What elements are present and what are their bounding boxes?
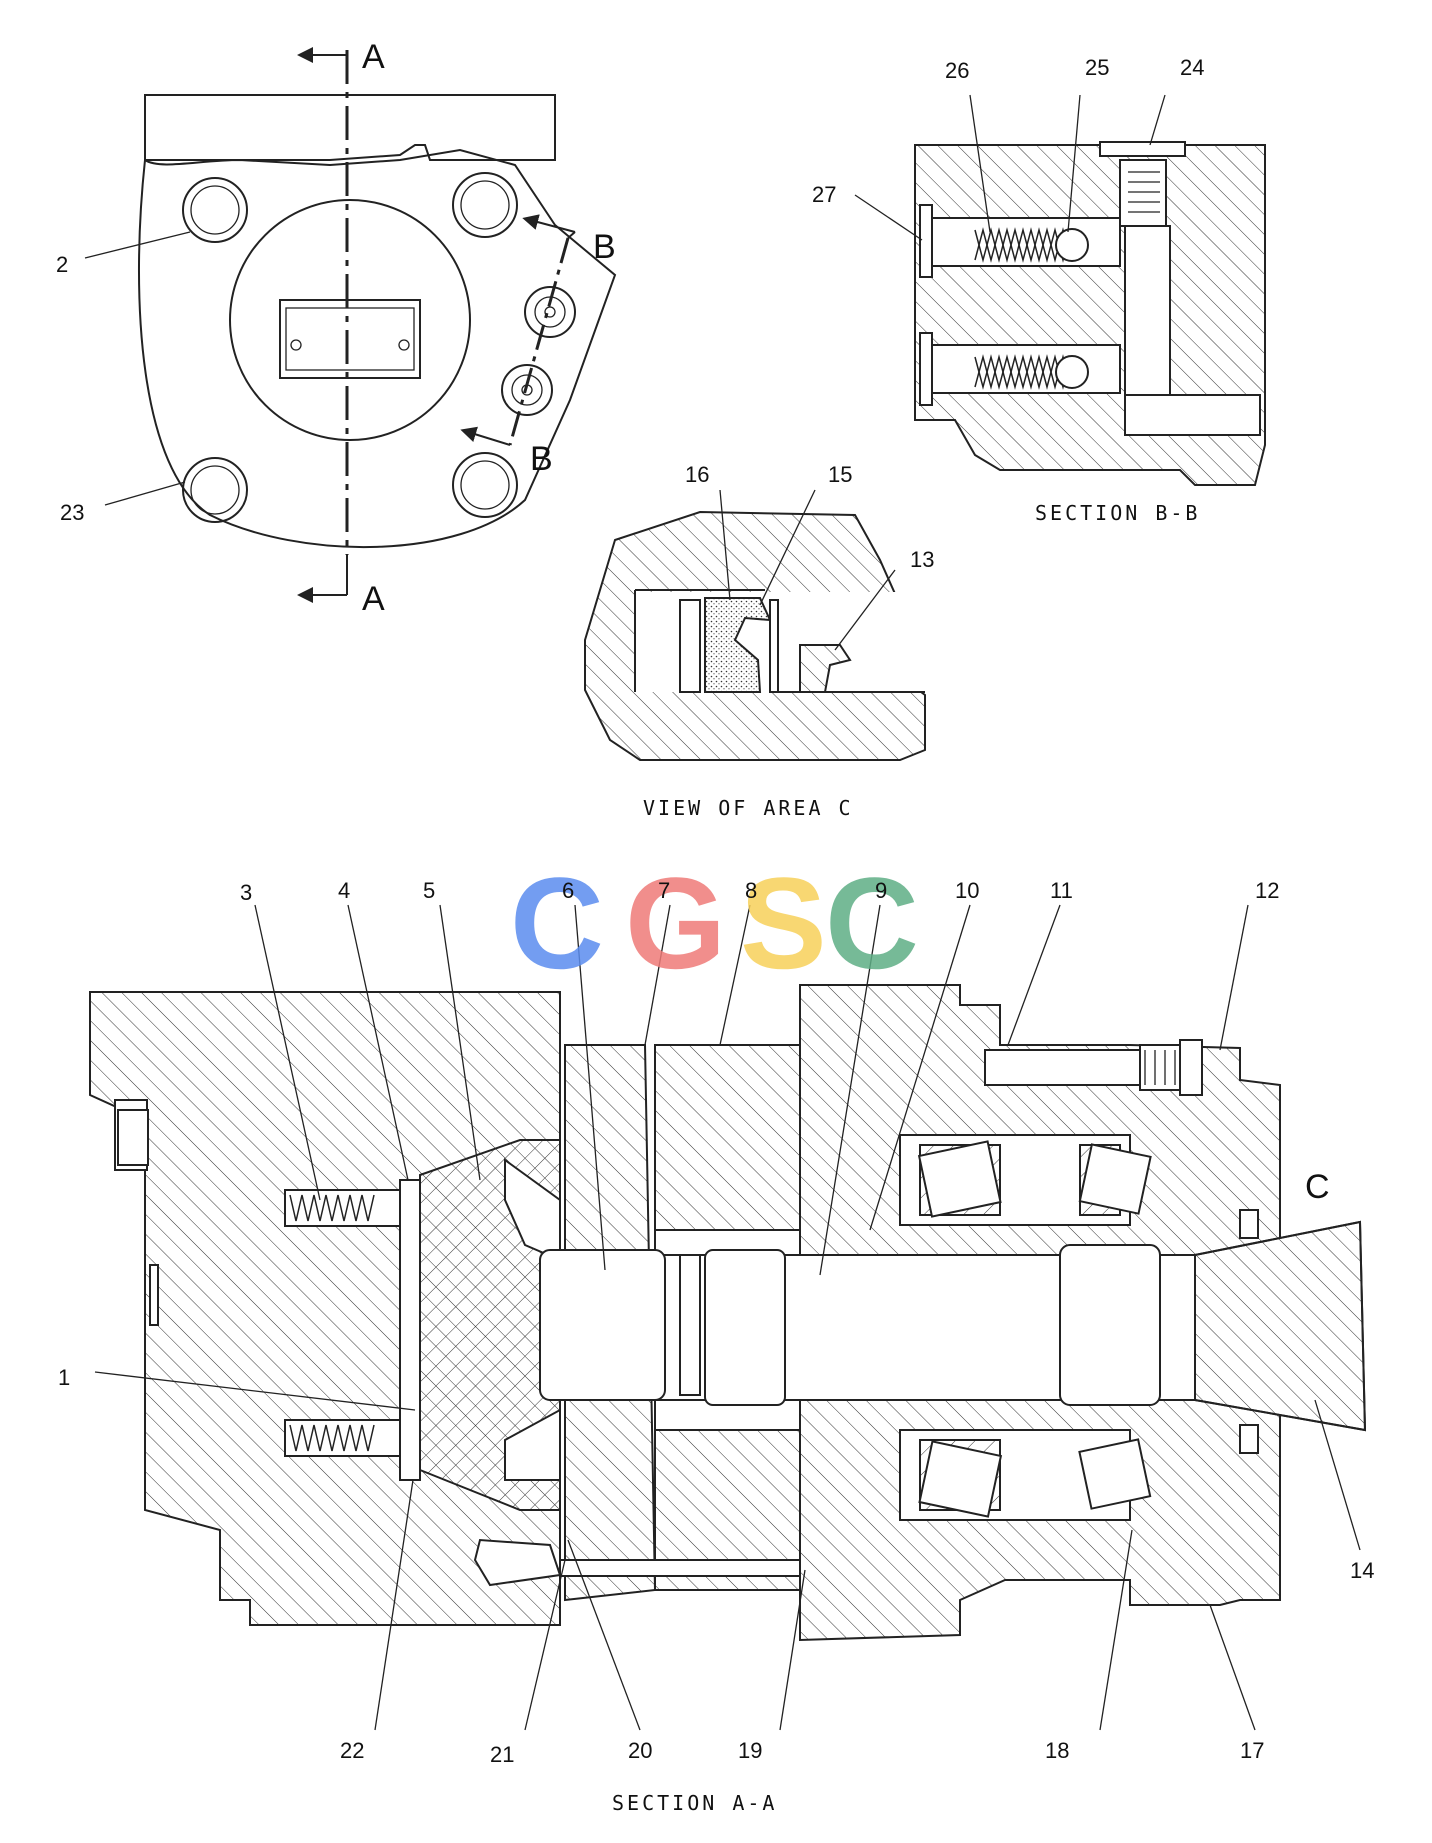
callout-24: 24: [1180, 55, 1204, 80]
bolt-head-icon: [182, 457, 248, 523]
plug-icon: [1119, 159, 1167, 227]
section-a-a: [89, 904, 1367, 1731]
caption-view-area-c: VIEW OF AREA C: [643, 796, 854, 820]
callout-1: 1: [58, 1365, 70, 1390]
callout-19: 19: [738, 1738, 762, 1763]
callout-6: 6: [562, 878, 574, 903]
section-marker-b-bottom: B: [530, 440, 553, 478]
callout-18: 18: [1045, 1738, 1069, 1763]
callout-2: 2: [56, 252, 68, 277]
callout-17: 17: [1240, 1738, 1264, 1763]
callout-21: 21: [490, 1742, 514, 1767]
section-marker-c: C: [1305, 1168, 1330, 1206]
callout-27: 27: [812, 182, 836, 207]
callout-14: 14: [1350, 1558, 1374, 1583]
view-area-c: [584, 489, 926, 761]
callout-20: 20: [628, 1738, 652, 1763]
callout-9: 9: [875, 878, 887, 903]
callout-26: 26: [945, 58, 969, 83]
callout-25: 25: [1085, 55, 1109, 80]
watermark-letter: S: [740, 850, 827, 996]
cgsc-watermark: C G S C: [510, 850, 919, 996]
bolt-icon: [984, 1039, 1203, 1096]
caption-section-b-b: SECTION B-B: [1035, 501, 1200, 525]
caption-section-a-a: SECTION A-A: [612, 1791, 777, 1815]
callout-12: 12: [1255, 878, 1279, 903]
section-b-b: [854, 94, 1266, 486]
end-view: [84, 47, 617, 603]
watermark-letter: C: [510, 850, 604, 996]
callout-10: 10: [955, 878, 979, 903]
callout-22: 22: [340, 1738, 364, 1763]
bolt-head-icon: [452, 452, 518, 518]
callout-16: 16: [685, 462, 709, 487]
callout-8: 8: [745, 878, 757, 903]
section-marker-a-bottom: A: [362, 580, 385, 618]
watermark-letter: C: [825, 850, 919, 996]
bolt-head-icon: [182, 177, 248, 243]
callout-4: 4: [338, 878, 350, 903]
callout-7: 7: [658, 878, 670, 903]
section-marker-a-top: A: [362, 38, 385, 76]
callout-15: 15: [828, 462, 852, 487]
callout-3: 3: [240, 880, 252, 905]
callout-5: 5: [423, 878, 435, 903]
callout-11: 11: [1050, 878, 1073, 903]
callout-23: 23: [60, 500, 84, 525]
callout-13: 13: [910, 547, 934, 572]
bolt-head-icon: [452, 172, 518, 238]
watermark-letter: G: [625, 850, 726, 996]
section-marker-b-top: B: [593, 228, 616, 266]
